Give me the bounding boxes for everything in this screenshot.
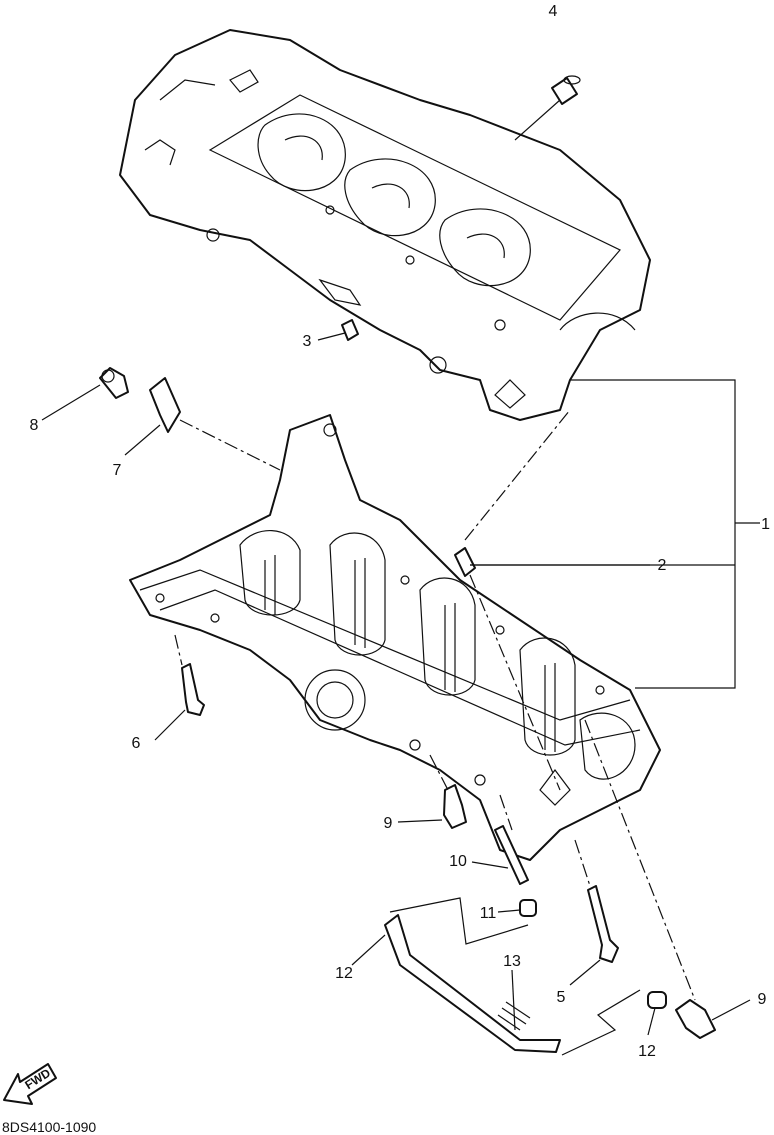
callout-3: 3: [303, 333, 312, 350]
callout-4: 4: [549, 3, 558, 20]
leader-lines: [41, 99, 760, 1056]
callout-8: 8: [30, 417, 39, 434]
bolt-6: [181, 663, 205, 716]
callout-6: 6: [132, 735, 141, 752]
callout-2: 2: [658, 557, 667, 574]
callout-10: 10: [449, 853, 467, 870]
cap-12-upper: [519, 899, 537, 917]
upper-crankcase: [119, 29, 651, 421]
callout-9-right: 9: [758, 991, 767, 1008]
dowel-pin-3: [341, 319, 359, 341]
bolt-5: [587, 885, 619, 963]
bracket-7: [149, 377, 181, 433]
callout-1: 1: [761, 516, 770, 533]
lower-crankcase: [129, 414, 661, 861]
callout-9-left: 9: [384, 815, 393, 832]
callout-7: 7: [113, 462, 122, 479]
hose-13: [384, 914, 561, 1053]
drawing-code: 8DS4100-1090: [2, 1119, 96, 1135]
dowel-pin-4: [551, 75, 581, 105]
callout-5: 5: [557, 989, 566, 1006]
callout-13: 13: [503, 953, 521, 970]
callout-12-lower: 12: [638, 1043, 656, 1060]
callout-11-visible: 12: [335, 965, 353, 982]
callout-labels: 4 3 8 7 1 2 6 9 10 11 11 12 13 5 9 12: [30, 3, 771, 1060]
plug-9-left: [443, 784, 467, 829]
cap-12-lower: [647, 991, 667, 1009]
dowel-pin-2: [454, 547, 476, 577]
callout-12-upper: 11: [480, 905, 497, 922]
forward-arrow: FWD: [3, 1063, 57, 1105]
bolt-8: [99, 367, 129, 399]
elbow-9-right: [675, 999, 716, 1039]
stud-10: [494, 825, 529, 885]
